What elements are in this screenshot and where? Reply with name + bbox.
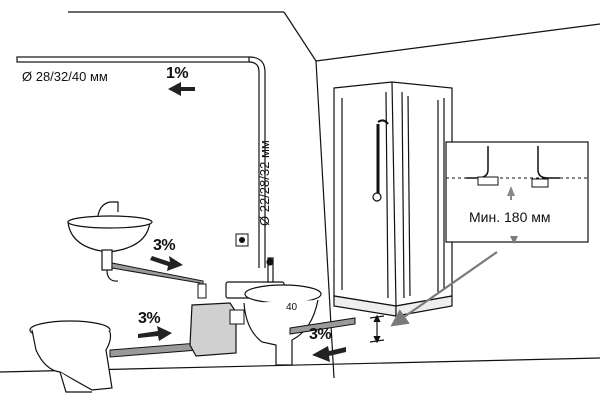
flow-arrow-icon bbox=[150, 256, 183, 271]
slope-label-basin: 3% bbox=[153, 237, 176, 254]
main-drain-pipe bbox=[16, 56, 266, 268]
wall-switch-icon bbox=[235, 233, 249, 247]
callout-leader-arrow bbox=[390, 251, 498, 327]
slope-label-toilet: 3% bbox=[138, 310, 161, 327]
toilet-icon bbox=[29, 320, 113, 393]
shower-height-bracket bbox=[369, 314, 385, 344]
toilet-drain-pipe bbox=[109, 342, 199, 358]
pipe-40-label: 40 bbox=[286, 302, 298, 313]
min-height-callout bbox=[445, 141, 589, 244]
washbasin-icon bbox=[67, 201, 153, 282]
min-height-label: Мин. 180 мм bbox=[469, 209, 551, 225]
main-pipe-diameter-label: Ø 28/32/40 мм bbox=[22, 69, 108, 84]
toilet-icon bbox=[225, 257, 322, 366]
shower-cabin-icon bbox=[333, 81, 453, 317]
slope-label-shower: 3% bbox=[309, 326, 332, 343]
slope-label-main: 1% bbox=[166, 65, 189, 82]
flow-arrow-icon bbox=[168, 82, 195, 96]
flow-arrow-icon bbox=[138, 326, 172, 341]
shower-drain-pipe bbox=[289, 317, 356, 335]
basin-drain-pipe bbox=[111, 262, 204, 294]
flow-arrow-icon bbox=[312, 346, 346, 362]
macerator-pump-icon bbox=[189, 283, 245, 357]
vertical-pipe-diameter-label: Ø 22/28/32 мм bbox=[257, 140, 272, 226]
